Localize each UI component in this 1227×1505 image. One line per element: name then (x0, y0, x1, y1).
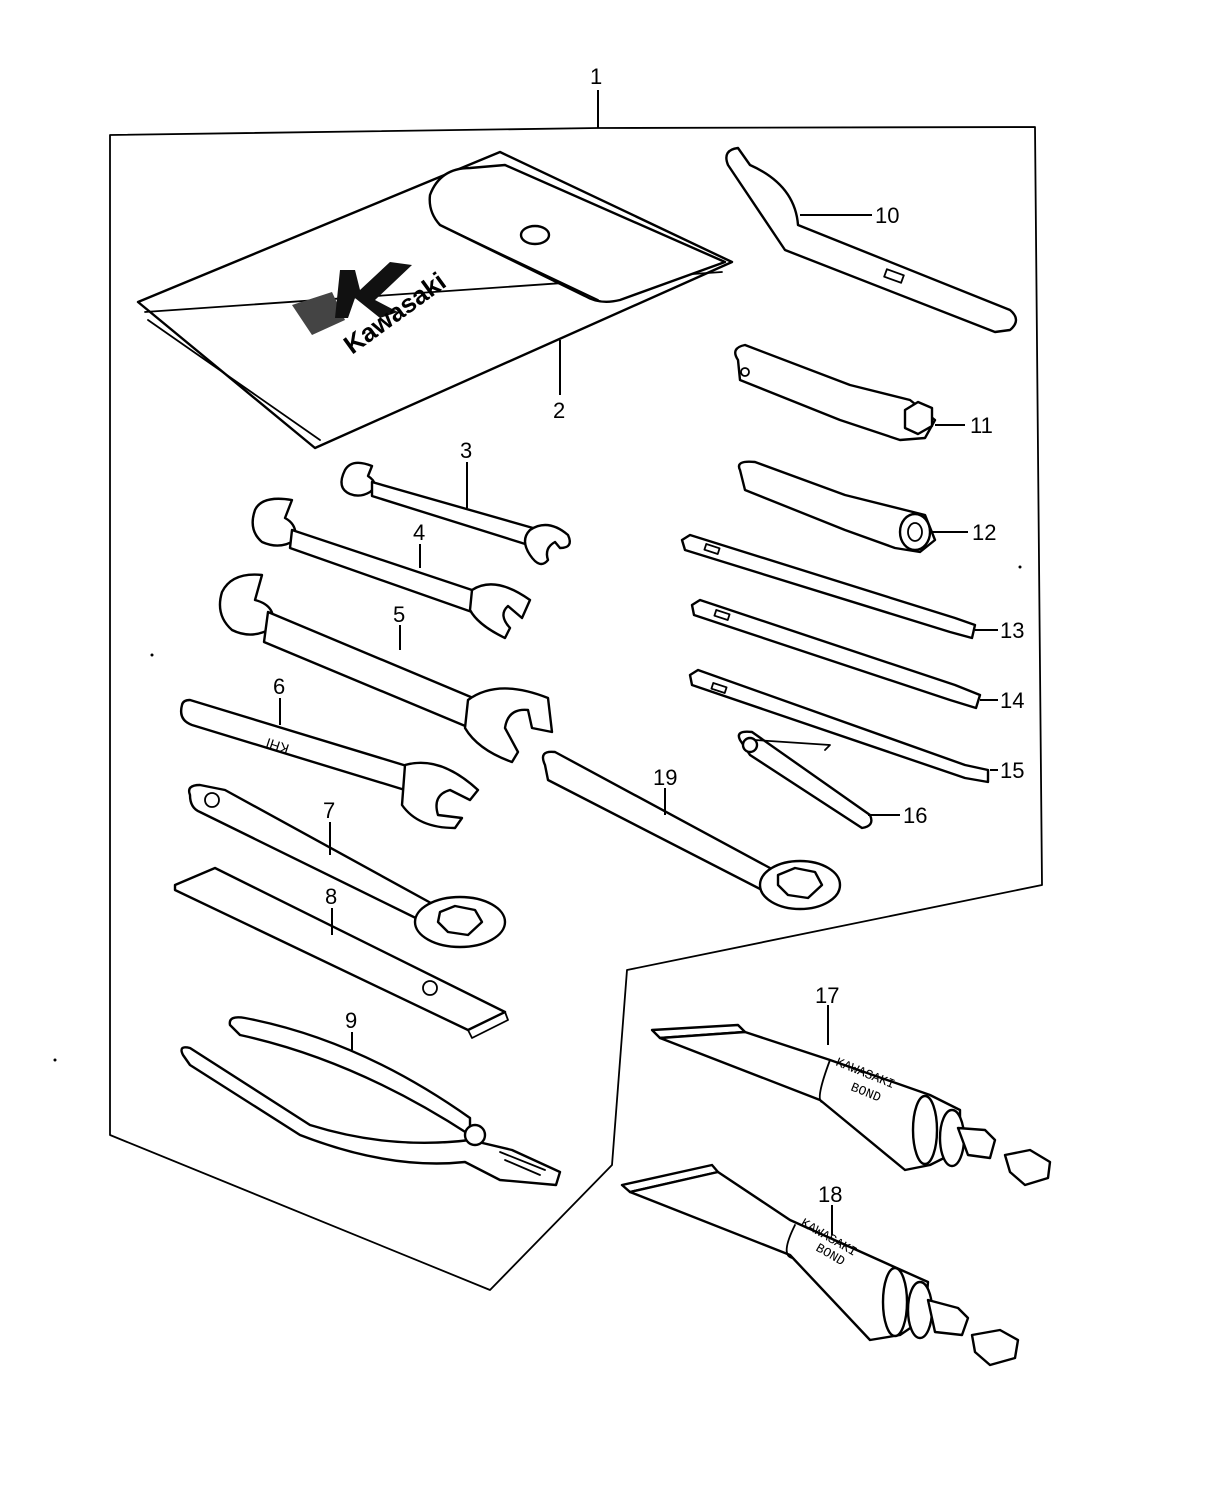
feeler-gauge (737, 730, 900, 830)
bond-tube-17: KAWASAKI BOND (650, 1005, 1052, 1187)
wrench-flat: KHI (179, 698, 480, 830)
callout-4: 4 (413, 520, 425, 545)
callout-14: 14 (1000, 688, 1024, 713)
scan-dot (150, 653, 154, 657)
callout-1: 1 (590, 64, 602, 89)
callout-18: 18 (818, 1182, 842, 1207)
callout-11: 11 (970, 413, 993, 438)
scan-dot (53, 1058, 57, 1062)
pliers (180, 1016, 562, 1187)
callout-15: 15 (1000, 758, 1024, 783)
flat-screwdriver (688, 668, 998, 784)
callout-16: 16 (903, 803, 927, 828)
callout-19: 19 (653, 765, 677, 790)
callout-17: 17 (815, 983, 839, 1008)
plug-socket (734, 343, 965, 442)
callout-6: 6 (273, 674, 285, 699)
callout-13: 13 (1000, 618, 1024, 643)
kit-boundary-outline (109, 126, 1043, 1291)
callout-3: 3 (460, 438, 472, 463)
callout-12: 12 (972, 520, 996, 545)
wrench-small (340, 461, 571, 566)
callout-9: 9 (345, 1008, 357, 1033)
kawasaki-logo: Kawasaki (292, 262, 451, 360)
ring-wrench (187, 783, 507, 949)
wrench-medium (251, 497, 532, 640)
screwdriver-handle (737, 460, 968, 554)
callout-5: 5 (393, 602, 405, 627)
scan-dot (1018, 565, 1022, 569)
wrench-large (218, 573, 554, 764)
screwdriver-bit-14 (690, 598, 998, 710)
flat-bar (173, 866, 509, 1039)
callout-2: 2 (553, 398, 565, 423)
callout-labels: 1 2 3 4 5 6 7 8 9 10 11 12 13 14 15 16 1… (273, 64, 1024, 1207)
screwdriver-bit-13 (680, 533, 998, 640)
wrench6-stamp-text: KHI (264, 735, 291, 757)
hook-spanner (725, 146, 1018, 334)
callout-8: 8 (325, 884, 337, 909)
box-wrench-19 (541, 750, 842, 911)
tool-pouch: Kawasaki (136, 150, 734, 450)
callout-10: 10 (875, 203, 899, 228)
callout-7: 7 (323, 798, 335, 823)
